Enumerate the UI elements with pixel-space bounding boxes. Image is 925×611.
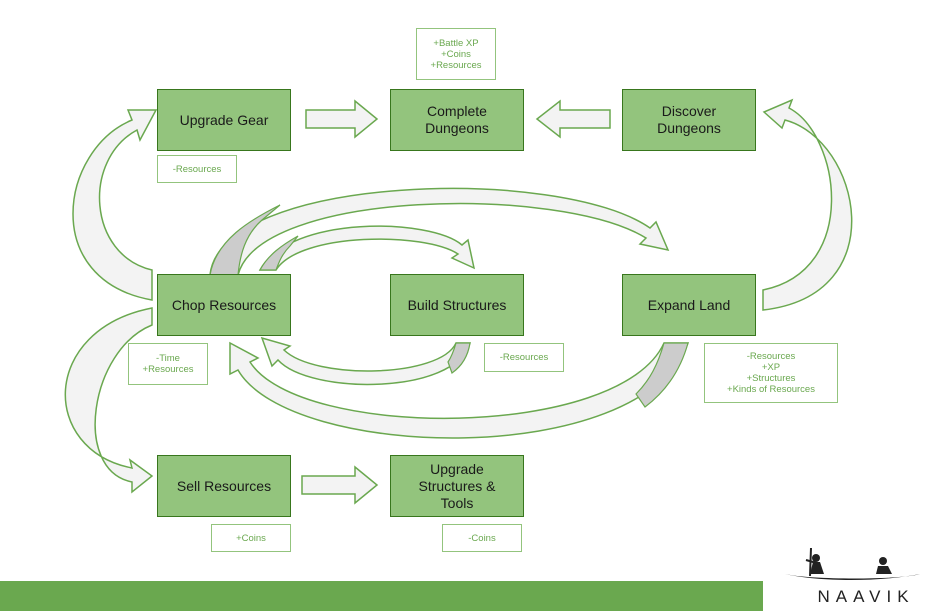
note-build-cost: -Resources: [484, 343, 564, 372]
node-upgrade-structures-tools: Upgrade Structures & Tools: [390, 455, 524, 517]
arrow-expand-to-discover: [762, 98, 853, 311]
brand-logo-text: NAAVIK: [817, 587, 915, 606]
arrow-expand-to-chop: [229, 341, 690, 439]
note-upgrade-cost: -Coins: [442, 524, 522, 552]
node-complete-dungeons: Complete Dungeons: [390, 89, 524, 151]
note-expand-effects: -Resources +XP +Structures +Kinds of Res…: [704, 343, 838, 403]
arrow-chop-to-build: [258, 225, 476, 271]
arrow-discover-to-complete: [535, 99, 611, 139]
arrow-chop-to-sell: [64, 307, 154, 494]
arrow-gear-to-dungeons: [305, 99, 379, 139]
node-upgrade-gear: Upgrade Gear: [157, 89, 291, 151]
note-gear-cost: -Resources: [157, 155, 237, 183]
node-build-structures: Build Structures: [390, 274, 524, 336]
footer-bar: [0, 581, 763, 611]
node-sell-resources: Sell Resources: [157, 455, 291, 517]
arrow-build-to-chop: [260, 336, 471, 386]
naavik-logo-icon: [785, 547, 920, 580]
node-chop-resources: Chop Resources: [157, 274, 291, 336]
arrow-chop-to-expand: [209, 187, 670, 276]
node-discover-dungeons: Discover Dungeons: [622, 89, 756, 151]
note-chop-effects: -Time +Resources: [128, 343, 208, 385]
node-expand-land: Expand Land: [622, 274, 756, 336]
note-dungeon-rewards: +Battle XP +Coins +Resources: [416, 28, 496, 80]
arrow-sell-to-upgrade: [301, 465, 379, 505]
arrow-chop-to-gear: [72, 109, 158, 301]
note-sell-gain: +Coins: [211, 524, 291, 552]
